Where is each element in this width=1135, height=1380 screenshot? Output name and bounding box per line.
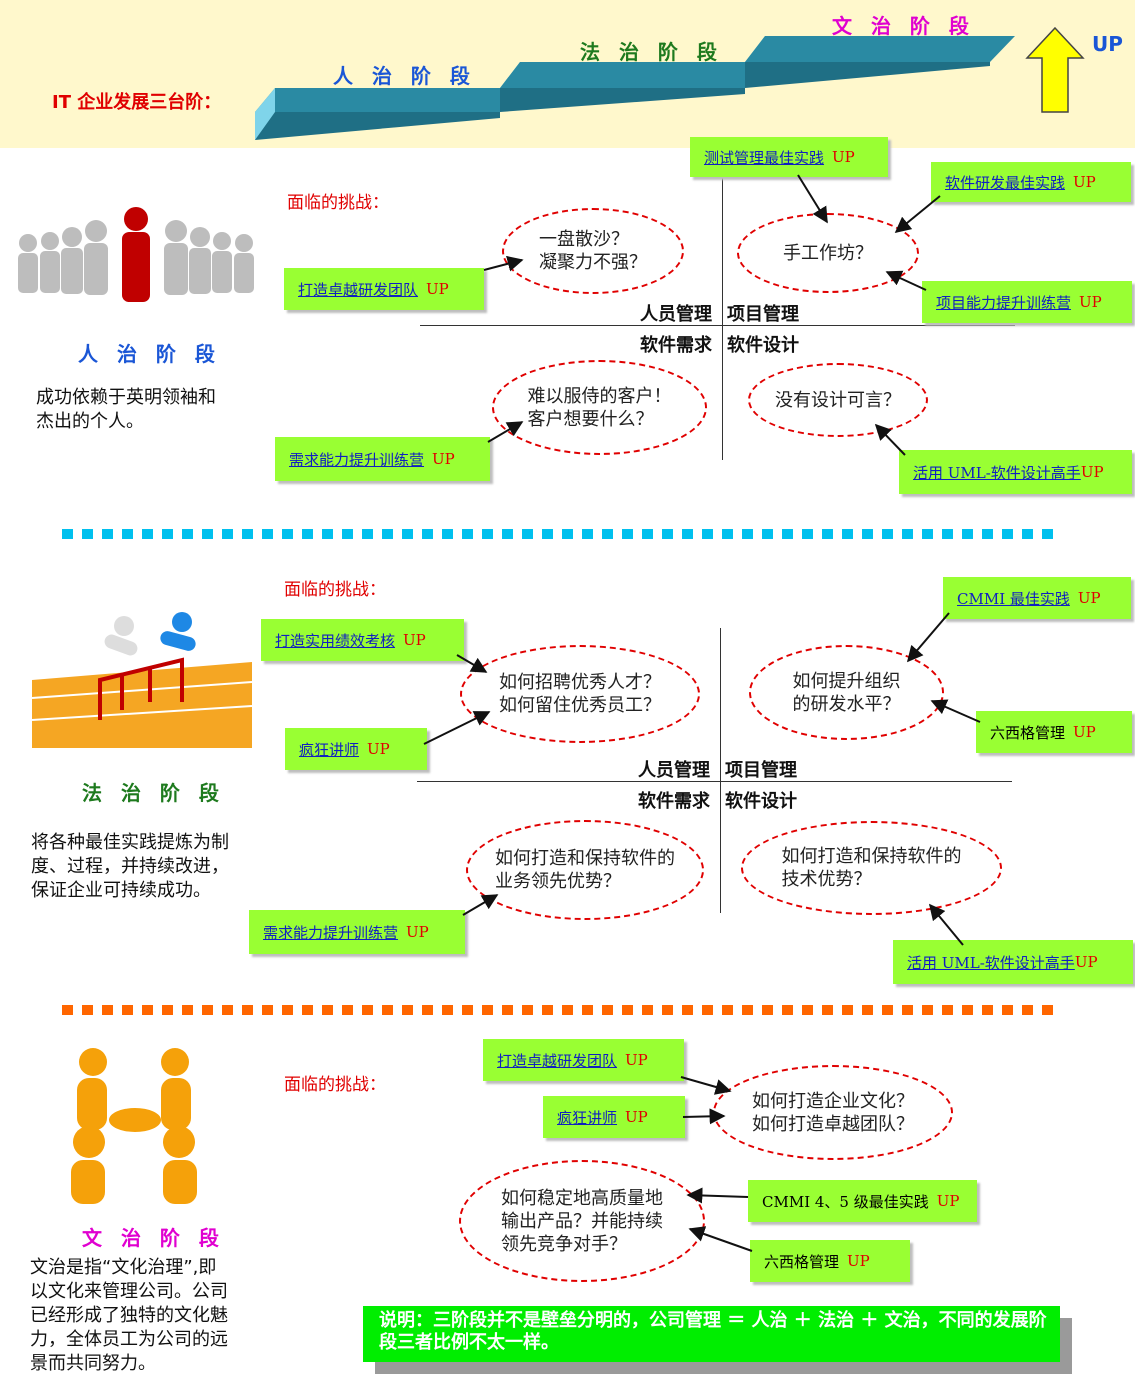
section-2-ellipse-tech: 如何打造和保持软件的 技术优势？ xyxy=(741,821,1002,915)
section-3-ellipse-quality: 如何稳定地高质量地 输出产品？并能持续 领先竞争对手？ xyxy=(459,1160,705,1282)
header-title: IT 企业发展三台阶： xyxy=(52,92,222,113)
section-1-quad-tl: 人员管理 xyxy=(640,304,712,325)
section-3-label: 文 治 阶 段 xyxy=(82,1226,225,1250)
step-3-label: 文 治 阶 段 xyxy=(832,14,975,38)
section-1-v-axis xyxy=(722,165,723,460)
section-1-quad-tr: 项目管理 xyxy=(727,304,799,325)
section-1-quad-br: 软件设计 xyxy=(727,335,799,356)
step-1-side xyxy=(255,88,275,140)
section-3-ellipse-culture: 如何打造企业文化？ 如何打造卓越团队？ xyxy=(713,1065,953,1160)
section-3-challenge: 面临的挑战： xyxy=(284,1075,386,1095)
team-huddle-image xyxy=(71,1048,197,1204)
people-crowd-image xyxy=(18,207,254,302)
step-2-label: 法 治 阶 段 xyxy=(580,40,723,64)
section-2-arrows xyxy=(423,612,981,946)
section-2-label: 法 治 阶 段 xyxy=(82,781,225,805)
section-2-quad-tr: 项目管理 xyxy=(725,760,797,781)
up-arrow-icon xyxy=(1025,26,1085,113)
staircase-graphic xyxy=(255,26,1085,140)
section-1-ellipse-nodesign: 没有设计可言？ xyxy=(748,363,928,437)
section-1-ellipse-scattered: 一盘散沙？ 凝聚力不强？ xyxy=(502,208,684,294)
section-3-arrows xyxy=(680,1076,753,1252)
note-box: 说明：三阶段并不是壁垒分明的，公司管理 ＝ 人治 ＋ 法治 ＋ 文治，不同的发展… xyxy=(363,1306,1060,1362)
separator-orange xyxy=(62,1005,1058,1015)
section-2-h-axis xyxy=(417,781,1012,782)
up-label: UP xyxy=(1092,32,1123,56)
section-2-quad-tl: 人员管理 xyxy=(638,760,710,781)
section-2-ellipse-business: 如何打造和保持软件的 业务领先优势？ xyxy=(466,820,704,920)
step-2-face xyxy=(500,88,745,112)
step-1-label: 人 治 阶 段 xyxy=(333,64,476,88)
step-2-top xyxy=(500,62,745,88)
section-2-quad-bl: 软件需求 xyxy=(638,791,710,812)
step-1-top xyxy=(255,88,500,112)
section-2-v-axis xyxy=(720,628,721,913)
section-1-h-axis xyxy=(420,325,1015,326)
section-1-ellipse-workshop: 手工作坊？ xyxy=(737,213,919,293)
section-1-challenge: 面临的挑战： xyxy=(287,193,389,213)
section-1-label: 人 治 阶 段 xyxy=(78,342,221,366)
step-1-face xyxy=(255,112,500,140)
section-3-desc: 文治是指“文化治理”,即 以文化来管理公司。公司 已经形成了独特的文化魅 力，全… xyxy=(30,1257,228,1374)
section-2-challenge: 面临的挑战： xyxy=(284,580,386,600)
note-text: 说明：三阶段并不是壁垒分明的，公司管理 ＝ 人治 ＋ 法治 ＋ 文治，不同的发展… xyxy=(379,1310,1047,1353)
section-2-ellipse-org: 如何提升组织 的研发水平？ xyxy=(749,645,944,740)
step-3-top xyxy=(745,36,1015,62)
section-2-quad-br: 软件设计 xyxy=(725,791,797,812)
section-2-ellipse-talent: 如何招聘优秀人才？ 如何留住优秀员工？ xyxy=(460,645,700,743)
section-1-quad-bl: 软件需求 xyxy=(640,335,712,356)
separator-cyan xyxy=(62,529,1058,539)
step-3-face xyxy=(745,62,990,88)
hurdle-runners-image xyxy=(32,612,252,748)
section-1-arrows xyxy=(483,174,941,456)
section-1-desc: 成功依赖于英明领袖和 杰出的个人。 xyxy=(36,387,216,432)
section-1-ellipse-customer: 难以服侍的客户！ 客户想要什么？ xyxy=(492,360,707,455)
section-2-desc: 将各种最佳实践提炼为制 度、过程，并持续改进， 保证企业可持续成功。 xyxy=(31,832,229,901)
